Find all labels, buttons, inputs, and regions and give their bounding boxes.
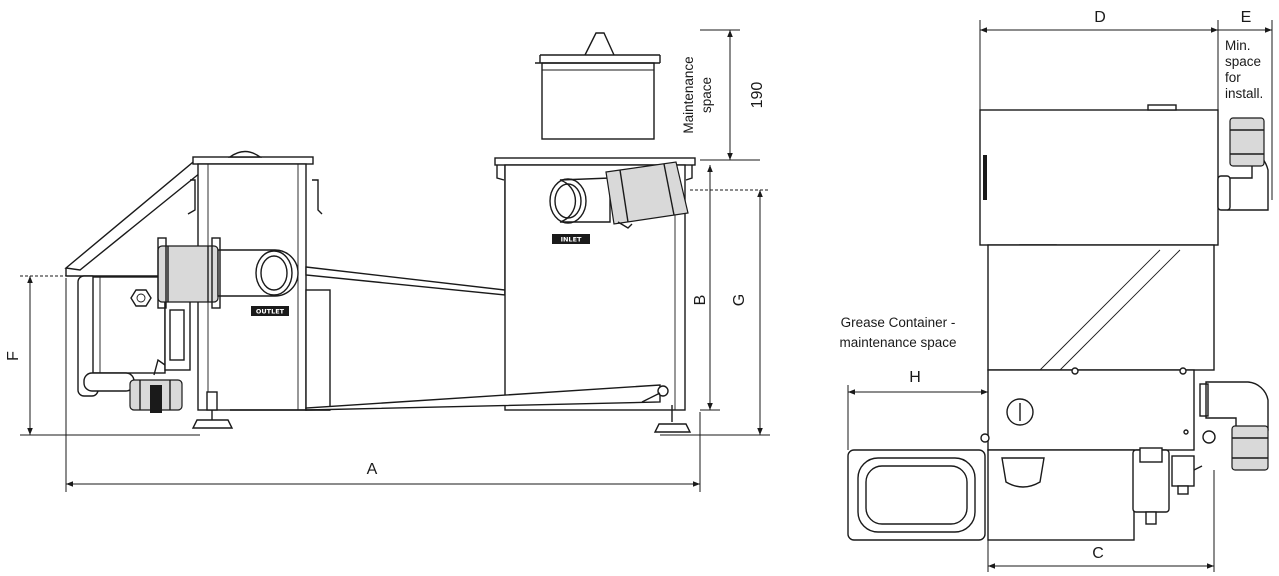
foot-left: [191, 419, 234, 429]
mid-right-pipe: [1231, 425, 1269, 471]
inlet-label: INLET: [561, 236, 582, 244]
inlet-pipe: [605, 161, 689, 225]
top-box-label: [983, 155, 987, 200]
dim-d-label: D: [1094, 9, 1106, 26]
min-space-line-2: space: [1225, 54, 1261, 69]
drain-pipe: [83, 372, 135, 392]
motor-housing: [92, 276, 166, 374]
knob: [1006, 398, 1034, 426]
top-view: D E Min. space for install. H Grease Con…: [839, 9, 1273, 572]
maintenance-basket: [541, 62, 655, 140]
mid-right-elbow: [1205, 381, 1269, 431]
min-space-line-1: Min.: [1225, 38, 1251, 53]
maintenance-label-2: space: [699, 77, 714, 113]
lid-handle: [227, 150, 263, 158]
dim-190-label: 190: [749, 82, 766, 109]
maintenance-label-1: Maintenance: [681, 56, 696, 133]
handle-cup: [1001, 457, 1045, 488]
dim-h-label: H: [909, 369, 921, 386]
basket-handle: [584, 32, 615, 56]
lower-body: [305, 289, 331, 411]
outlet-elbow: [217, 249, 299, 297]
right-screw: [1202, 430, 1216, 444]
dim-g-label: G: [731, 294, 748, 306]
clip-left: [187, 179, 196, 215]
valve-label: [150, 385, 162, 413]
outlet-label: OUTLET: [256, 308, 285, 316]
drain-tap: [657, 385, 669, 397]
grease-label-1: Grease Container -: [841, 315, 956, 330]
dim-b-label: B: [692, 295, 709, 306]
inlet-label-plate: [552, 234, 590, 244]
bottom-valve: [1171, 455, 1195, 487]
grease-label-2: maintenance space: [839, 335, 956, 350]
top-right-pipe: [1229, 117, 1265, 167]
dim-a-label: A: [367, 461, 378, 478]
top-box: [979, 109, 1219, 246]
outlet-label-plate: [251, 306, 289, 316]
min-space-line-3: for: [1225, 70, 1241, 85]
min-space-line-4: install.: [1225, 86, 1263, 101]
connecting-channel: [305, 266, 506, 296]
dim-f-label: F: [5, 351, 22, 361]
valve-handle: [153, 358, 166, 376]
grease-container: [847, 449, 986, 541]
middle-section: [987, 244, 1215, 371]
dim-c-label: C: [1092, 545, 1104, 562]
foot-right: [653, 423, 692, 433]
outlet-pipe: [157, 245, 219, 303]
dim-e-label: E: [1241, 9, 1252, 26]
side-view: OUTLET INLET: [5, 29, 770, 492]
clip-right: [312, 179, 323, 215]
hex-nut: [130, 289, 152, 307]
main-tank-lid: [192, 156, 314, 165]
lower-box: [987, 369, 1195, 451]
top-box-tab: [1147, 104, 1177, 111]
